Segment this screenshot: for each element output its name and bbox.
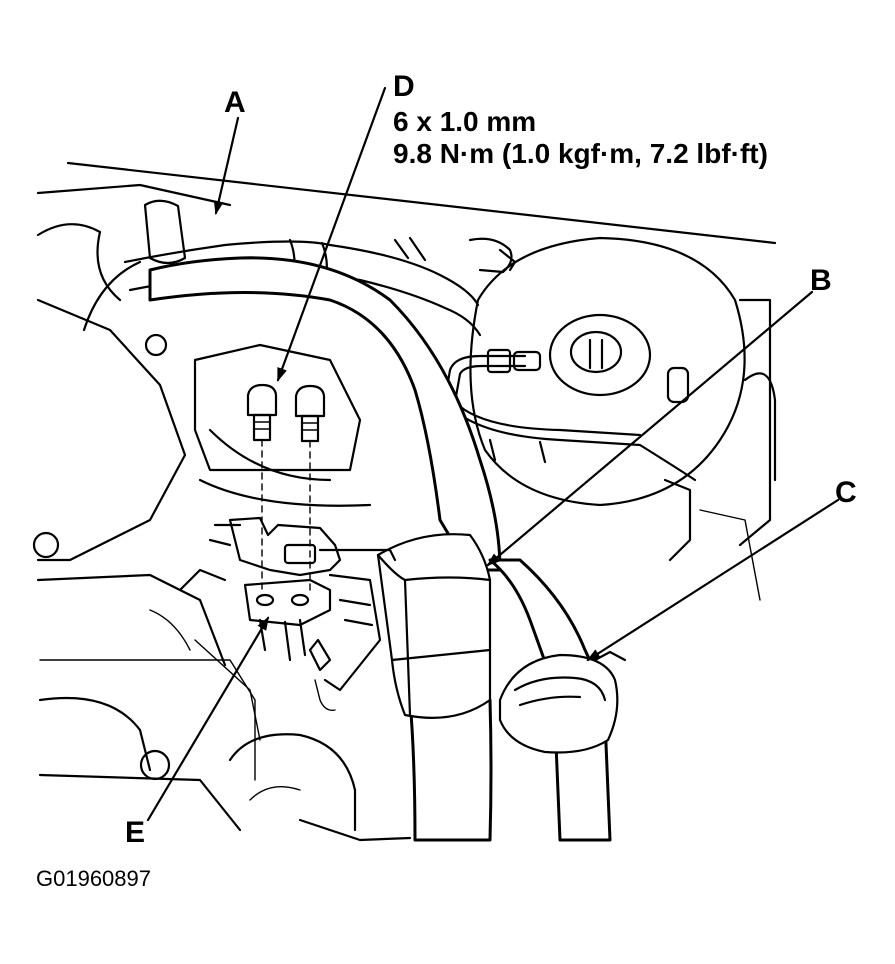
bolt-size-spec: 6 x 1.0 mm xyxy=(393,106,537,137)
hose-c xyxy=(488,558,627,842)
engine-bay-background xyxy=(32,183,412,842)
bolts-d xyxy=(246,383,326,591)
bolt-torque-spec: 9.8 N·m (1.0 kgf·m, 7.2 lbf·ft) xyxy=(393,138,768,169)
leader-c xyxy=(586,498,840,662)
callout-d: D xyxy=(393,70,415,103)
brake-booster xyxy=(469,236,777,601)
callout-a: A xyxy=(224,86,246,119)
leader-lines xyxy=(146,86,840,822)
cowl-edge-line xyxy=(66,161,777,245)
leader-e xyxy=(146,616,270,822)
clamp-b xyxy=(376,533,492,719)
hose-b xyxy=(148,256,502,842)
leader-b xyxy=(486,290,814,567)
callout-e: E xyxy=(125,816,146,849)
leader-d xyxy=(276,86,387,382)
bracket-assembly-e xyxy=(208,516,397,711)
callout-c: C xyxy=(835,476,857,509)
leader-a xyxy=(213,116,240,215)
callout-b: B xyxy=(810,264,832,297)
figure-id: G01960897 xyxy=(36,866,151,891)
